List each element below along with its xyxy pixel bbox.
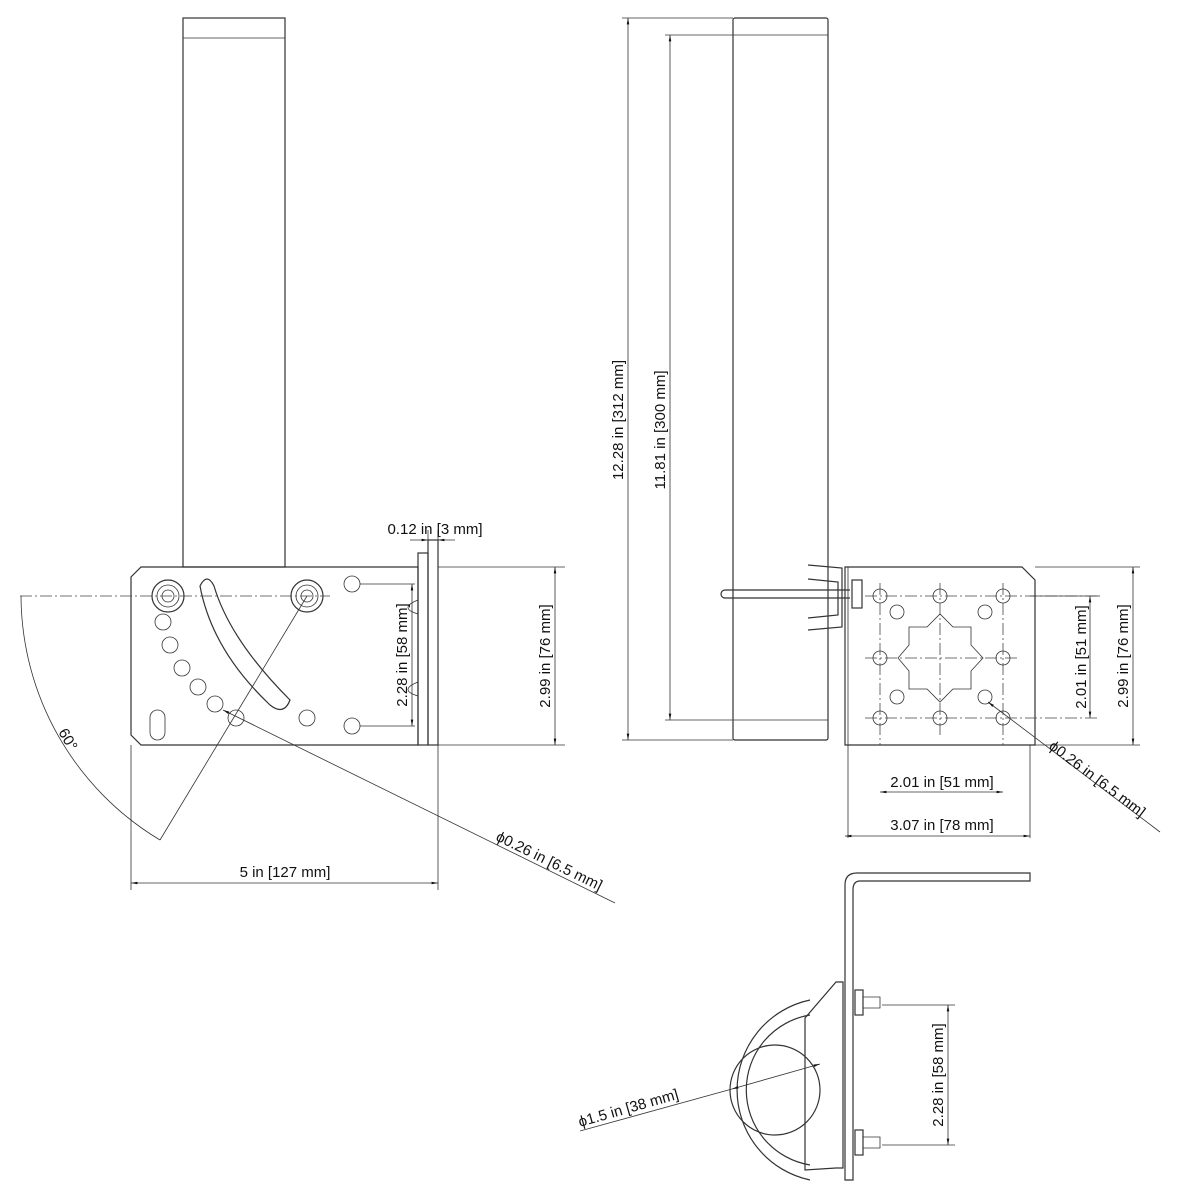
grid-spacing-vertical-label: 2.01 in [51 mm] [1073,605,1090,708]
tilt-holes [154,613,224,713]
bolt-nut [151,579,324,613]
star-cutout [897,613,984,703]
angle-label: 60° [55,726,81,754]
plate-width-right-label: 3.07 in [78 mm] [890,817,993,834]
flange [427,539,439,746]
grid-holes [872,588,1011,726]
hole-diameter-right-label: ϕ0.26 in [6.5 mm] [1046,738,1149,821]
hole-spacing-label: 2.28 in [58 mm] [394,603,411,706]
plate-width-label: 5 in [127 mm] [240,864,331,881]
arc-slot [199,578,291,711]
clamp-block [804,981,844,1171]
pipe-diameter-label: ϕ1.5 in [38 mm] [576,1086,680,1131]
hole-diameter-label: ϕ0.26 in [6.5 mm] [493,828,605,894]
overall-length-label: 12.28 in [312 mm] [610,360,627,480]
pipe-section [729,1044,821,1136]
mast-tube [182,17,286,568]
mast-tube [732,17,829,741]
tube-length-label: 11.81 in [300 mm] [652,371,669,490]
flange-thickness-label: 0.12 in [3 mm] [387,521,482,538]
u-bolt [720,589,850,599]
plate-height-right-label: 2.99 in [76 mm] [1115,604,1132,707]
side-view-left: 60° 0.12 in [3 mm] 2.28 in [58 mm] 2.99 … [20,17,616,904]
grid-spacing-horizontal-label: 2.01 in [51 mm] [890,774,993,791]
plate-height-label: 2.99 in [76 mm] [537,604,554,707]
ubolt-spacing-label: 2.28 in [58 mm] [930,1023,947,1126]
top-view-clamp: 2.28 in [58 mm] ϕ1.5 in [38 mm] [576,872,1031,1181]
mounting-plate [844,566,1036,746]
side-view-right: 12.28 in [312 mm] 11.81 in [300 mm] 2.01… [610,17,1161,838]
l-bracket [844,872,1031,1181]
u-bolt [736,999,811,1181]
angle-arc [20,595,161,841]
tilt-plate [130,566,419,746]
